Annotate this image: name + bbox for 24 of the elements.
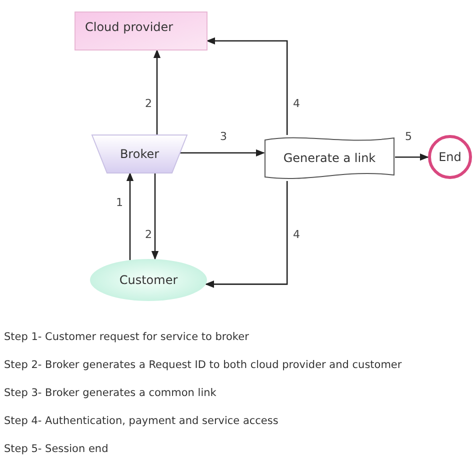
arrow (204, 181, 288, 288)
step-note: Step 1- Customer request for service to broker (4, 330, 250, 345)
step-note: Step 4- Authentication, payment and service access (4, 414, 280, 429)
node-label: End (438, 150, 462, 164)
arrow (153, 49, 161, 135)
edge-label: 2 (145, 228, 152, 241)
edge-label: 3 (220, 130, 227, 143)
arrow (206, 37, 288, 135)
edge-label: 2 (145, 97, 152, 110)
node-label: Customer (119, 273, 178, 287)
arrow (126, 172, 134, 260)
edge-label: 4 (293, 228, 300, 241)
arrow (180, 149, 265, 157)
node-label: Cloud provider (85, 20, 174, 34)
edge-label: 1 (116, 196, 123, 209)
arrow (395, 153, 429, 161)
arrow (151, 173, 159, 260)
node-label: Generate a link (283, 151, 376, 165)
step-note: Step 5- Session end (4, 442, 110, 457)
step-note: Step 2- Broker generates a Request ID to both cloud provider and customer (4, 358, 402, 373)
edge-label: 5 (405, 130, 412, 143)
node-label: Broker (120, 147, 160, 161)
step-note: Step 3- Broker generates a common link (4, 386, 218, 401)
edge-label: 4 (293, 97, 300, 110)
